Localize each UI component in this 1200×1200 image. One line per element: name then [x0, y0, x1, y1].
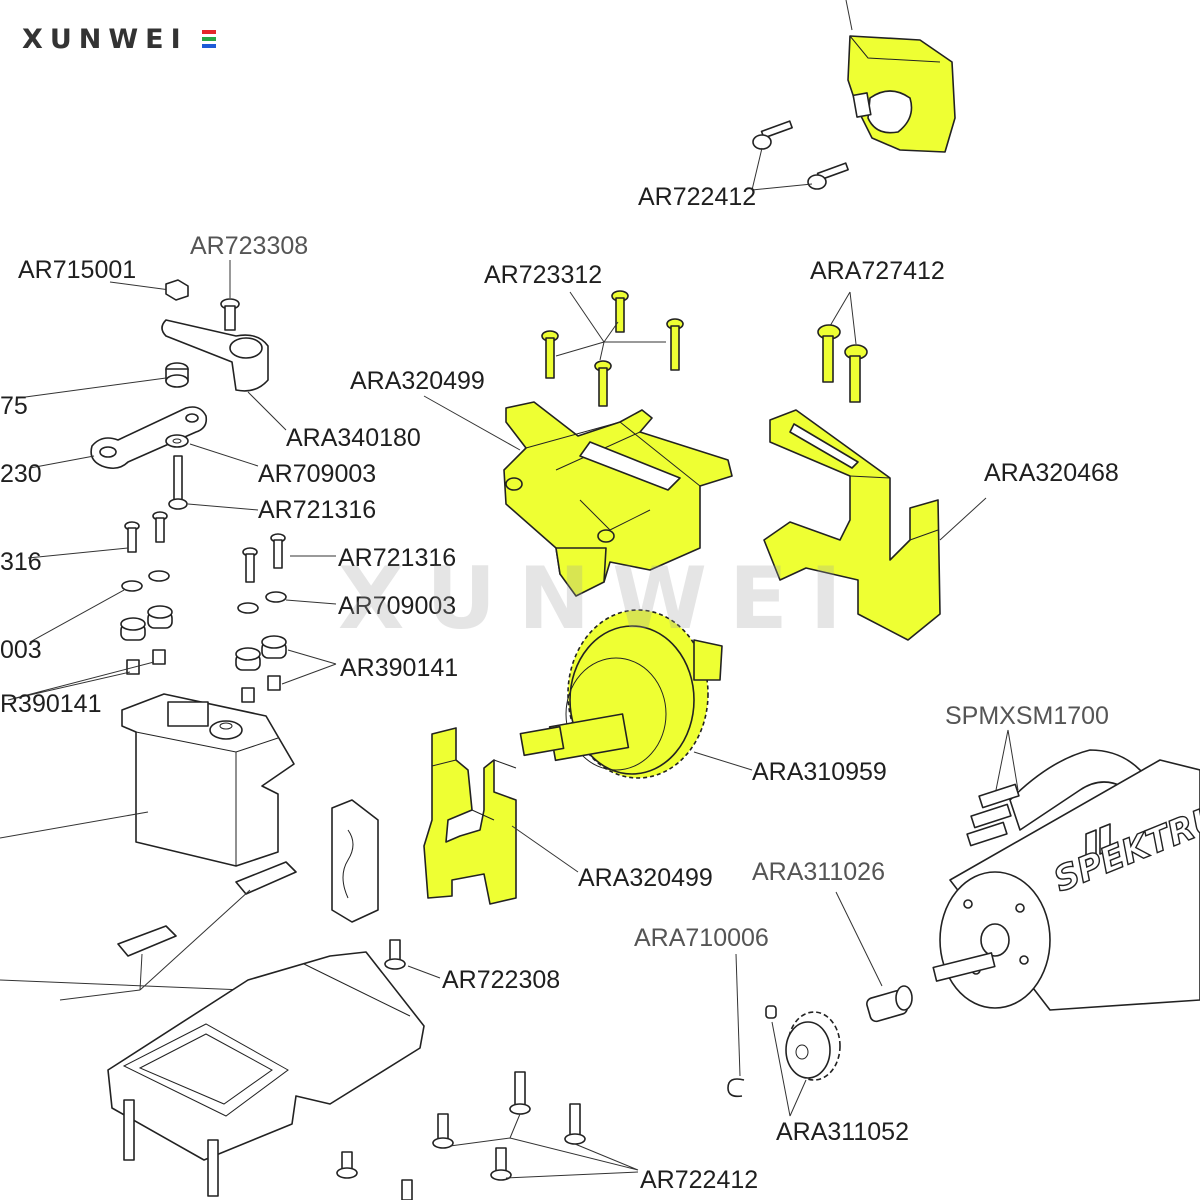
- label-ar722412-top: AR722412: [638, 183, 756, 211]
- logo-bar-green: [202, 37, 216, 41]
- servo-saver-arm-ara340180: [161, 319, 269, 392]
- screws-ara727412: [817, 324, 868, 403]
- label-ar709003-b: AR709003: [338, 592, 456, 620]
- servo-link-230: [90, 406, 208, 470]
- logo-bar-blue: [202, 44, 216, 48]
- label-ar715001: AR715001: [18, 256, 136, 284]
- label-ara710006: ARA710006: [634, 924, 769, 952]
- label-cut-75: 75: [0, 392, 28, 420]
- screw-ar722308: [384, 939, 406, 970]
- screw-ar721316-a: [168, 455, 188, 510]
- logo-text: XUNWEI: [22, 24, 188, 55]
- screws-ar723312: [541, 290, 684, 407]
- grommets-left: [120, 605, 173, 675]
- label-cut-230: 230: [0, 460, 42, 488]
- label-ar723308: AR723308: [190, 232, 308, 260]
- screws-316-left: [124, 511, 168, 553]
- washers-003-left: [121, 570, 170, 592]
- label-ar723312: AR723312: [484, 261, 602, 289]
- bushing-75: [165, 362, 189, 388]
- diff-housing-ara320499: [503, 401, 733, 597]
- motor-plate-ara320468: [763, 409, 941, 641]
- label-ar722412-bottom: AR722412: [640, 1166, 758, 1194]
- label-ar722308: AR722308: [442, 966, 560, 994]
- screw-ar722412-b: [807, 162, 849, 190]
- xunwei-logo: XUNWEI: [22, 24, 216, 55]
- label-ar721316-b: AR721316: [338, 544, 456, 572]
- label-ar709003-a: AR709003: [258, 460, 376, 488]
- label-ara311052: ARA311052: [776, 1118, 909, 1146]
- screws-ar722412-bottom: [336, 1071, 586, 1200]
- label-ara320499-bottom: ARA320499: [578, 864, 713, 892]
- label-cut-316: 316: [0, 548, 42, 576]
- logo-bar-red: [202, 30, 216, 34]
- label-ara727412: ARA727412: [810, 257, 945, 285]
- label-ara320499-top: ARA320499: [350, 367, 485, 395]
- label-ar390141-b: AR390141: [340, 654, 458, 682]
- pads-left: [117, 861, 297, 957]
- label-spmxsm1700: SPMXSM1700: [945, 702, 1109, 730]
- spur-gear-ara310959: [519, 609, 723, 779]
- battery-strap-post: [331, 799, 379, 923]
- screw-ar723308: [220, 298, 240, 331]
- label-ara340180: ARA340180: [286, 424, 421, 452]
- grommets-right: [235, 635, 287, 703]
- label-ara311026: ARA311026: [752, 858, 885, 886]
- locknut-ar715001: [165, 279, 189, 301]
- pinion-ara311052: [765, 1005, 841, 1081]
- label-ar721316-a: AR721316: [258, 496, 376, 524]
- washer-ar709003-a: [165, 434, 189, 448]
- bulkhead-ara320499: [423, 727, 517, 905]
- watermark-text: XUNWEI: [338, 549, 864, 649]
- label-cut-r390141: R390141: [0, 690, 101, 718]
- spacer-ara311026: [866, 985, 913, 1023]
- chassis-plate: [107, 951, 425, 1197]
- label-cut-003: 003: [0, 636, 42, 664]
- label-ara310959: ARA310959: [752, 758, 887, 786]
- motor-wires: [966, 749, 1159, 847]
- servo: [121, 693, 295, 867]
- label-ara320468: ARA320468: [984, 459, 1119, 487]
- washers-ar709003-b: [237, 591, 287, 614]
- motor-spmxsm1700: SPEKTRUM: [932, 759, 1200, 1011]
- screws-ar721316-b: [242, 533, 286, 583]
- motor-mount-part: [845, 0, 956, 153]
- eclip-ara710006: [727, 1078, 745, 1098]
- screw-ar722412-a: [752, 120, 793, 150]
